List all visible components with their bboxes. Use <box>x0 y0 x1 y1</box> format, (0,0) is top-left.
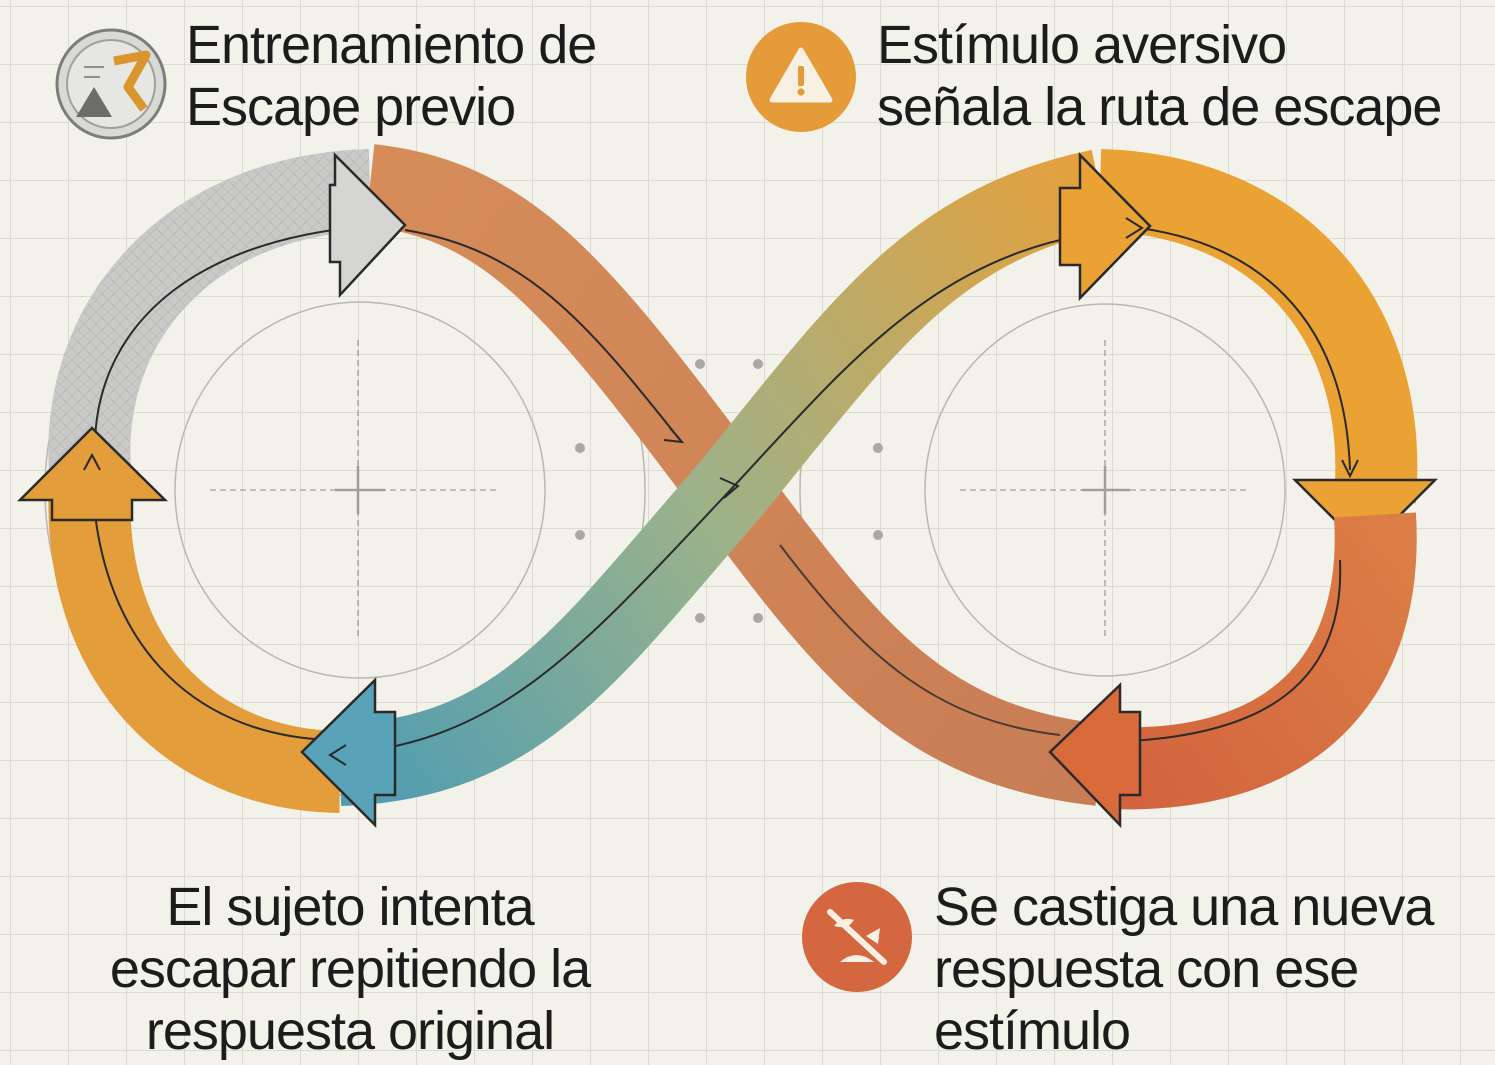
step-label-repeat-original-response: El sujeto intenta escapar repitiendo la … <box>30 876 670 1062</box>
step-label-line: Escape previo <box>186 77 516 137</box>
band-left-upper <box>48 149 407 473</box>
guide-crosshairs <box>210 340 1250 640</box>
step-label-line: escapar repitiendo la <box>109 939 591 999</box>
band-crossing-front <box>300 149 1152 829</box>
step-label-line: Se castiga una nueva <box>934 877 1434 937</box>
step-label-aversive-stimulus: Estímulo aversivo señala la ruta de esca… <box>877 14 1442 138</box>
step-label-line: El sujeto intenta <box>166 877 534 937</box>
punished-response-icon <box>802 882 912 992</box>
band-left-lower <box>16 426 342 813</box>
band-right-lower <box>1048 512 1417 829</box>
step-label-line: señala la ruta de escape <box>877 77 1442 137</box>
step-label-line: Entrenamiento de <box>186 15 597 75</box>
step-label-line: respuesta con ese <box>934 939 1359 999</box>
warning-icon <box>746 22 856 132</box>
step-label-new-response-punished: Se castiga una nueva respuesta con ese e… <box>934 876 1434 1062</box>
band-right-upper <box>1098 149 1439 552</box>
training-chart-icon <box>55 28 167 140</box>
step-label-line: estímulo <box>934 1001 1131 1061</box>
step-label-prior-escape-training: Entrenamiento de Escape previo <box>186 14 597 138</box>
step-label-line: Estímulo aversivo <box>877 15 1287 75</box>
guide-dots <box>575 359 883 623</box>
step-label-line: respuesta original <box>145 1001 555 1061</box>
